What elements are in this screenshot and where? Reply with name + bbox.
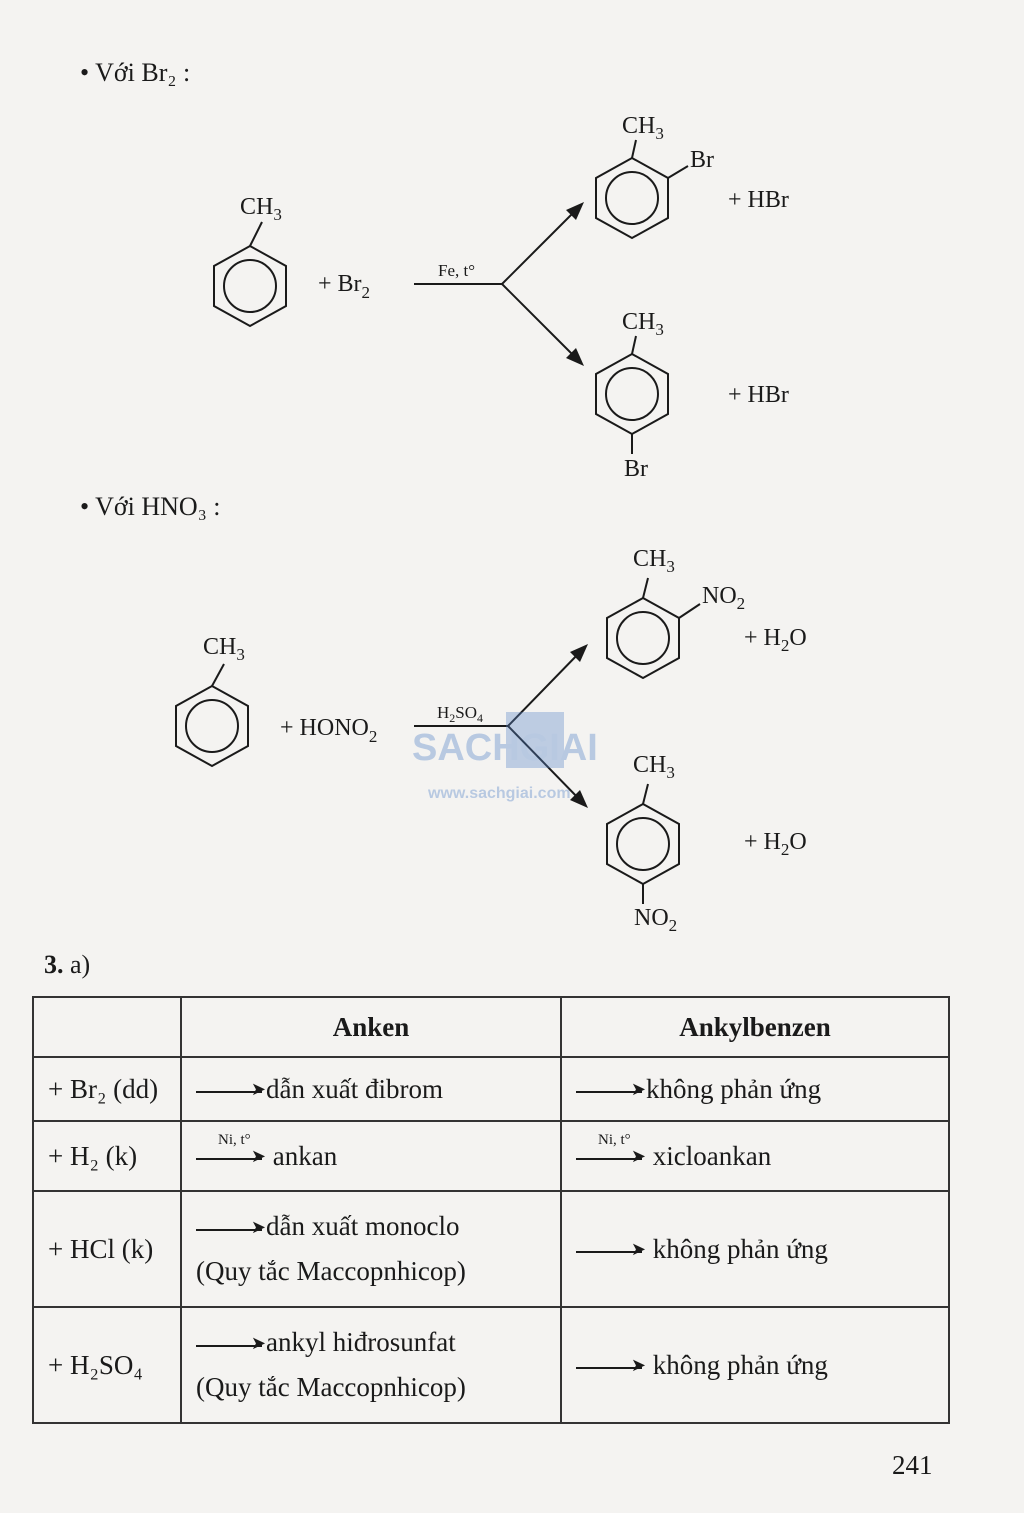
reagent-cell: + HCl (k): [32, 1190, 182, 1308]
reagent-cell: + H₂ (k): [32, 1120, 182, 1192]
header-empty: [32, 996, 182, 1058]
reaction-arrow: ➤: [576, 1356, 646, 1374]
table-row: + H₂SO₄ ➤ankyl hiđrosunfat(Quy tắc Macco…: [32, 1306, 950, 1424]
byproduct-hbr-1: + HBr: [728, 187, 789, 213]
bullet-br2-heading: • Với Br₂ :: [80, 58, 191, 87]
svg-text:CH3: CH3: [240, 194, 282, 224]
ankyl-cell: ➤ không phản ứng: [560, 1306, 950, 1424]
p-nitrotoluene: CH3 NO2: [606, 752, 680, 935]
anken-cell: Ni, t°➤ ankan: [180, 1120, 562, 1192]
condition-h2so4: H2SO4: [437, 703, 483, 725]
section-part: a): [70, 950, 91, 979]
toluene-reactant-1: CH3: [213, 194, 287, 328]
reagent-hono2: + HONO2: [280, 715, 377, 746]
byproduct-h2o-1: + H2O: [744, 625, 807, 655]
table-row: + Br₂ (dd) ➤dẫn xuất đibrom ➤không phản …: [32, 1056, 950, 1122]
reaction-arrow: Ni, t°➤: [196, 1132, 266, 1165]
svg-text:CH3: CH3: [622, 113, 664, 143]
byproduct-h2o-2: + H2O: [744, 829, 807, 859]
svg-text:www.sachgiai.com: www.sachgiai.com: [427, 785, 571, 802]
ankyl-cell: ➤ không phản ứng: [560, 1190, 950, 1308]
reaction-arrow: ➤: [196, 1218, 266, 1236]
svg-text:CH3: CH3: [622, 309, 664, 339]
anken-cell: ➤dẫn xuất monoclo(Quy tắc Maccopnhicop): [180, 1190, 562, 1308]
anken-cell: ➤ankyl hiđrosunfat(Quy tắc Maccopnhicop): [180, 1306, 562, 1424]
comparison-table: Anken Ankylbenzen + Br₂ (dd) ➤dẫn xuất đ…: [32, 996, 950, 1424]
reaction-arrow: ➤: [576, 1240, 646, 1258]
reaction-arrow: ➤: [196, 1080, 266, 1098]
svg-text:Br: Br: [624, 456, 648, 482]
reaction-arrow-2: H2SO4: [414, 644, 588, 808]
svg-text:CH3: CH3: [633, 546, 675, 576]
svg-text:NO2: NO2: [702, 583, 745, 613]
byproduct-hbr-2: + HBr: [728, 382, 789, 408]
table-row: + H₂ (k) Ni, t°➤ ankan Ni, t°➤ xicloanka…: [32, 1120, 950, 1192]
page-number: 241: [892, 1450, 933, 1480]
o-bromotoluene: CH3 Br: [595, 113, 714, 240]
header-anken: Anken: [180, 996, 562, 1058]
anken-note: (Quy tắc Maccopnhicop): [196, 1372, 466, 1402]
ankyl-cell: ➤không phản ứng: [560, 1056, 950, 1122]
toluene-reactant-2: CH3: [175, 634, 249, 768]
bullet-hno3-heading: • Với HNO₃ :: [80, 492, 221, 521]
section-number: 3.: [44, 950, 64, 979]
reagent-cell: + H₂SO₄: [32, 1306, 182, 1424]
sachgiai-watermark: SACHGIAI www.sachgiai.com: [412, 712, 598, 802]
reaction-arrow: Ni, t°➤: [576, 1132, 646, 1165]
table-row: + HCl (k) ➤dẫn xuất monoclo(Quy tắc Macc…: [32, 1190, 950, 1308]
svg-text:CH3: CH3: [203, 634, 245, 664]
svg-text:SACHGIAI: SACHGIAI: [412, 727, 598, 769]
anken-cell: ➤dẫn xuất đibrom: [180, 1056, 562, 1122]
reaction-diagrams: CH3 + Br2 Fe, t° CH3 Br + HBr CH3 Br + H…: [175, 113, 807, 935]
reaction-arrow: ➤: [576, 1080, 646, 1098]
svg-text:CH3: CH3: [633, 752, 675, 782]
p-bromotoluene: CH3 Br: [595, 309, 669, 482]
reagent-br2: + Br2: [318, 271, 370, 302]
reaction-arrow: ➤: [196, 1334, 266, 1352]
table-header-row: Anken Ankylbenzen: [32, 996, 950, 1058]
header-ankylbenzen: Ankylbenzen: [560, 996, 950, 1058]
reaction-arrow-1: Fe, t°: [414, 202, 584, 366]
anken-note: (Quy tắc Maccopnhicop): [196, 1256, 466, 1286]
section-heading: 3. a): [44, 950, 90, 980]
o-nitrotoluene: CH3 NO2: [606, 546, 745, 680]
svg-text:Br: Br: [690, 147, 714, 173]
condition-fe: Fe, t°: [438, 261, 475, 280]
svg-text:NO2: NO2: [634, 905, 677, 935]
ankyl-cell: Ni, t°➤ xicloankan: [560, 1120, 950, 1192]
reagent-cell: + Br₂ (dd): [32, 1056, 182, 1122]
